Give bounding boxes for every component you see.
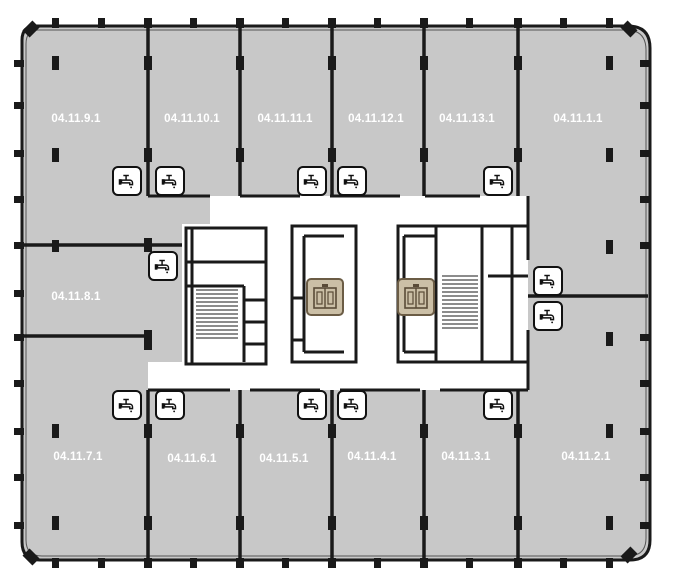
unit-label[interactable]: 04.11.12.1: [348, 113, 404, 125]
elevator-icon: [306, 278, 344, 316]
facade-mullions: [14, 18, 650, 568]
tap-icon: [297, 390, 327, 420]
tap-icon: [483, 166, 513, 196]
unit-label[interactable]: 04.11.13.1: [439, 113, 495, 125]
tap-icon: [533, 301, 563, 331]
lift-shaft-left: [290, 224, 358, 364]
unit-label[interactable]: 04.11.11.1: [257, 113, 313, 125]
tap-icon: [155, 166, 185, 196]
unit-label[interactable]: 04.11.4.1: [347, 451, 397, 463]
unit-label[interactable]: 04.11.9.1: [51, 113, 101, 125]
elevator-icon: [397, 278, 435, 316]
tap-icon: [148, 251, 178, 281]
stair-steps-right: [442, 275, 478, 329]
tap-icon: [112, 390, 142, 420]
unit-label[interactable]: 04.11.1.1: [553, 113, 603, 125]
utility-strip-right: [480, 224, 528, 364]
unit-label[interactable]: 04.11.7.1: [53, 451, 103, 463]
unit-label[interactable]: 04.11.6.1: [167, 453, 217, 465]
columns: [52, 56, 613, 530]
stair-core-left: [184, 226, 268, 366]
unit-label[interactable]: 04.11.2.1: [561, 451, 611, 463]
unit-label[interactable]: 04.11.10.1: [164, 113, 220, 125]
unit-label[interactable]: 04.11.5.1: [259, 453, 309, 465]
tap-icon: [297, 166, 327, 196]
tap-icon: [483, 390, 513, 420]
tap-icon: [112, 166, 142, 196]
stair-steps-left: [196, 289, 238, 339]
tap-icon: [533, 266, 563, 296]
unit-label[interactable]: 04.11.3.1: [441, 451, 491, 463]
unit-label[interactable]: 04.11.8.1: [51, 291, 101, 303]
tap-icon: [155, 390, 185, 420]
tap-icon: [337, 166, 367, 196]
tap-icon: [337, 390, 367, 420]
